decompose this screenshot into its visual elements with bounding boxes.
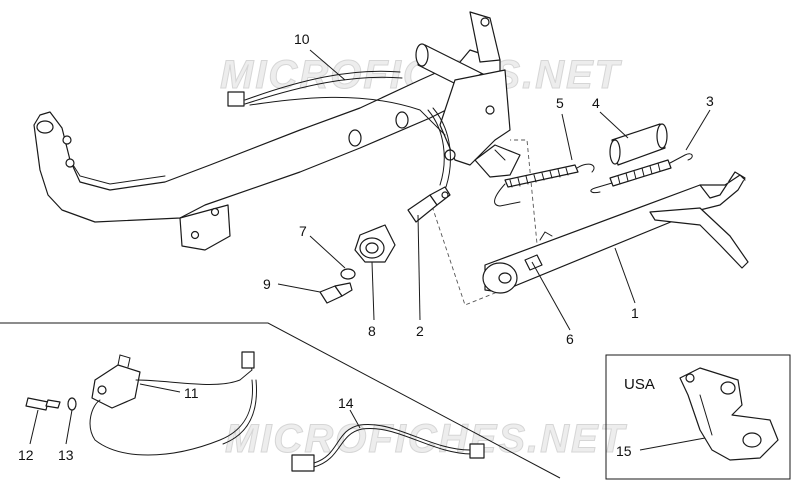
frame-bracket [33,11,521,251]
spring-long [494,163,595,207]
callout-6: 6 [566,331,574,347]
washer-small [67,397,77,411]
callout-3: 3 [706,93,714,109]
callout-10: 10 [294,31,310,47]
callout-13: 13 [58,447,74,463]
callout-4: 4 [592,95,600,111]
cable-connector-right [469,443,485,459]
connector-top [241,351,255,369]
side-stand-switch [354,224,396,263]
callout-12: 12 [18,447,34,463]
callout-7: 7 [299,223,307,239]
callout-8: 8 [368,323,376,339]
callout-9: 9 [263,276,271,292]
usa-bracket [679,367,779,461]
spacer-tube [609,123,668,166]
watermark-bottom: MICROFICHES.NET [225,417,628,461]
callout-14: 14 [338,395,354,411]
screw [319,282,353,304]
leader-lines [29,49,711,451]
usa-label: USA [624,376,655,393]
cable [291,423,485,472]
section-divider [0,322,561,479]
callout-15: 15 [616,443,632,459]
spring-short [590,153,693,193]
callout-2: 2 [416,323,424,339]
usa-inset-frame [605,354,791,480]
screw-small [25,397,61,411]
pivot-bolt [407,186,451,223]
washer [340,268,356,280]
callout-11: 11 [184,385,199,401]
side-stand [482,171,749,294]
cable-connector-left [291,454,315,472]
callout-5: 5 [556,95,564,111]
switch-assembly [89,351,258,456]
wire-harness [227,70,446,136]
callout-1: 1 [631,305,639,321]
